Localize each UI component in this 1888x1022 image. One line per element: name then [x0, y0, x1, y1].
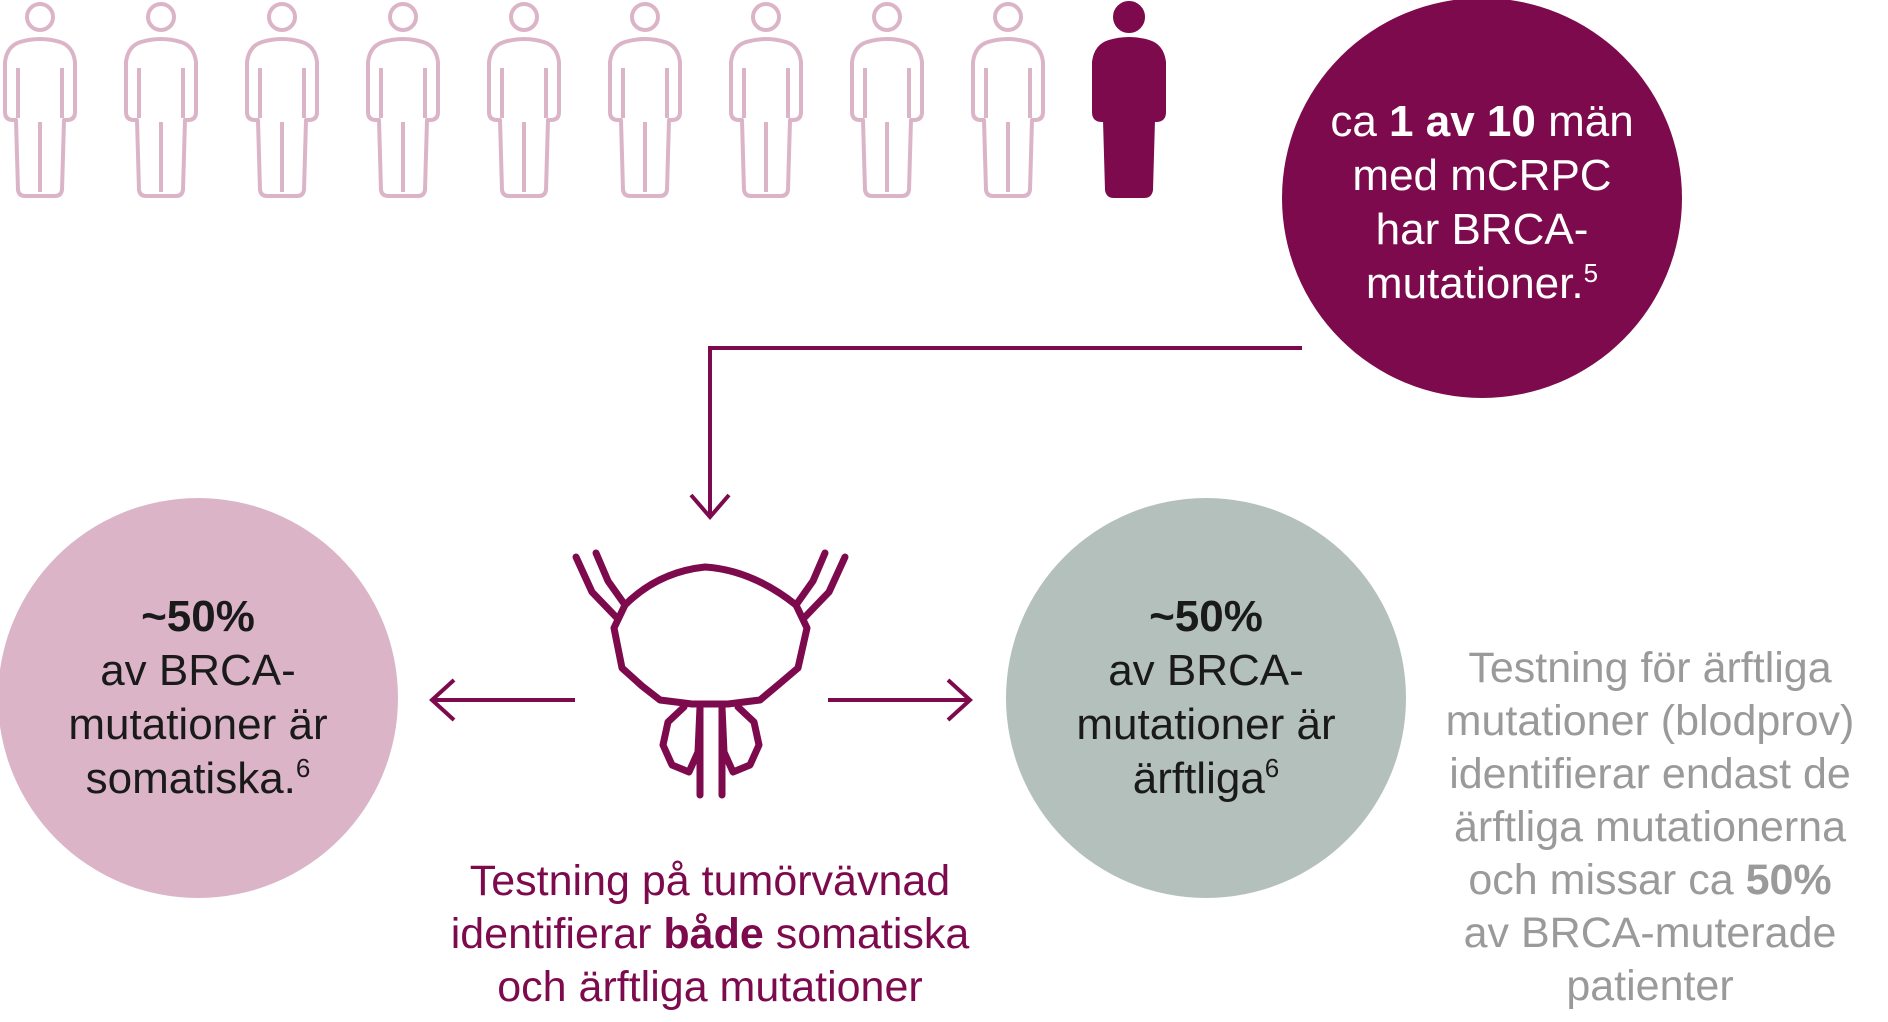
person-icon	[729, 2, 803, 198]
reference-5: 5	[1583, 258, 1599, 288]
somatic-circle-text: ~50% av BRCA- mutationer är somatiska.6	[38, 590, 358, 806]
somatic-percent: ~50%	[141, 592, 255, 641]
blood-line-1: Testning för ärftliga	[1468, 644, 1832, 692]
person-icon	[3, 2, 77, 198]
connector-arrow	[689, 346, 1302, 521]
brca-line-1: ca 1 av 10 män	[1330, 97, 1634, 146]
person-icon	[487, 2, 561, 198]
blood-line-6: av BRCA-muterade	[1463, 909, 1837, 957]
blood-testing-note: Testning för ärftliga mutationer (blodpr…	[1420, 642, 1880, 1013]
population-row	[3, 1, 1166, 198]
person-icon	[971, 2, 1045, 198]
brca-circle	[1282, 0, 1682, 398]
brca-circle-text: ca 1 av 10 män med mCRPC har BRCA- mutat…	[1302, 95, 1662, 311]
brca-line-4: mutationer.5	[1365, 258, 1599, 308]
blood-line-2: mutationer (blodprov)	[1445, 697, 1855, 745]
hereditary-line-2: av BRCA-	[1108, 646, 1304, 695]
tumor-line-3: och ärftliga mutationer	[497, 963, 923, 1011]
brca-ratio: 1 av 10	[1389, 97, 1536, 146]
somatic-line-4: somatiska.6	[85, 753, 311, 803]
blood-line-3: identifierar endast de	[1449, 750, 1851, 798]
brca-line-3: har BRCA-	[1375, 205, 1589, 254]
tumor-testing-caption: Testning på tumörvävnad identifierar båd…	[420, 855, 1000, 1014]
somatic-line-2: av BRCA-	[100, 646, 296, 695]
reference-6b: 6	[1264, 753, 1280, 783]
hereditary-line-3: mutationer är	[1076, 700, 1336, 749]
person-icon	[245, 2, 319, 198]
arrow-left-icon	[429, 678, 575, 722]
hereditary-circle-text: ~50% av BRCA- mutationer är ärftliga6	[1046, 590, 1366, 806]
person-icon	[608, 2, 682, 198]
hereditary-percent: ~50%	[1149, 592, 1263, 641]
prostate-bladder-icon	[572, 549, 849, 799]
person-icon-highlighted	[1092, 1, 1166, 198]
brca-line-2: med mCRPC	[1352, 151, 1612, 200]
arrow-right-icon	[828, 678, 973, 722]
hereditary-line-4: ärftliga6	[1132, 753, 1280, 803]
blood-line-7: patienter	[1566, 962, 1734, 1010]
blood-percent: 50%	[1745, 856, 1832, 904]
reference-6: 6	[295, 753, 311, 783]
tumor-line-1: Testning på tumörvävnad	[469, 857, 951, 905]
somatic-circle	[0, 498, 398, 898]
person-icon	[124, 2, 198, 198]
person-icon	[366, 2, 440, 198]
tumor-both: både	[663, 910, 764, 958]
somatic-line-3: mutationer är	[68, 700, 328, 749]
person-icon	[850, 2, 924, 198]
tumor-line-2: identifierar både somatiska	[450, 910, 970, 958]
hereditary-circle	[1006, 498, 1406, 898]
blood-line-4: ärftliga mutationerna	[1454, 803, 1846, 851]
blood-line-5: och missar ca 50%	[1468, 856, 1832, 904]
